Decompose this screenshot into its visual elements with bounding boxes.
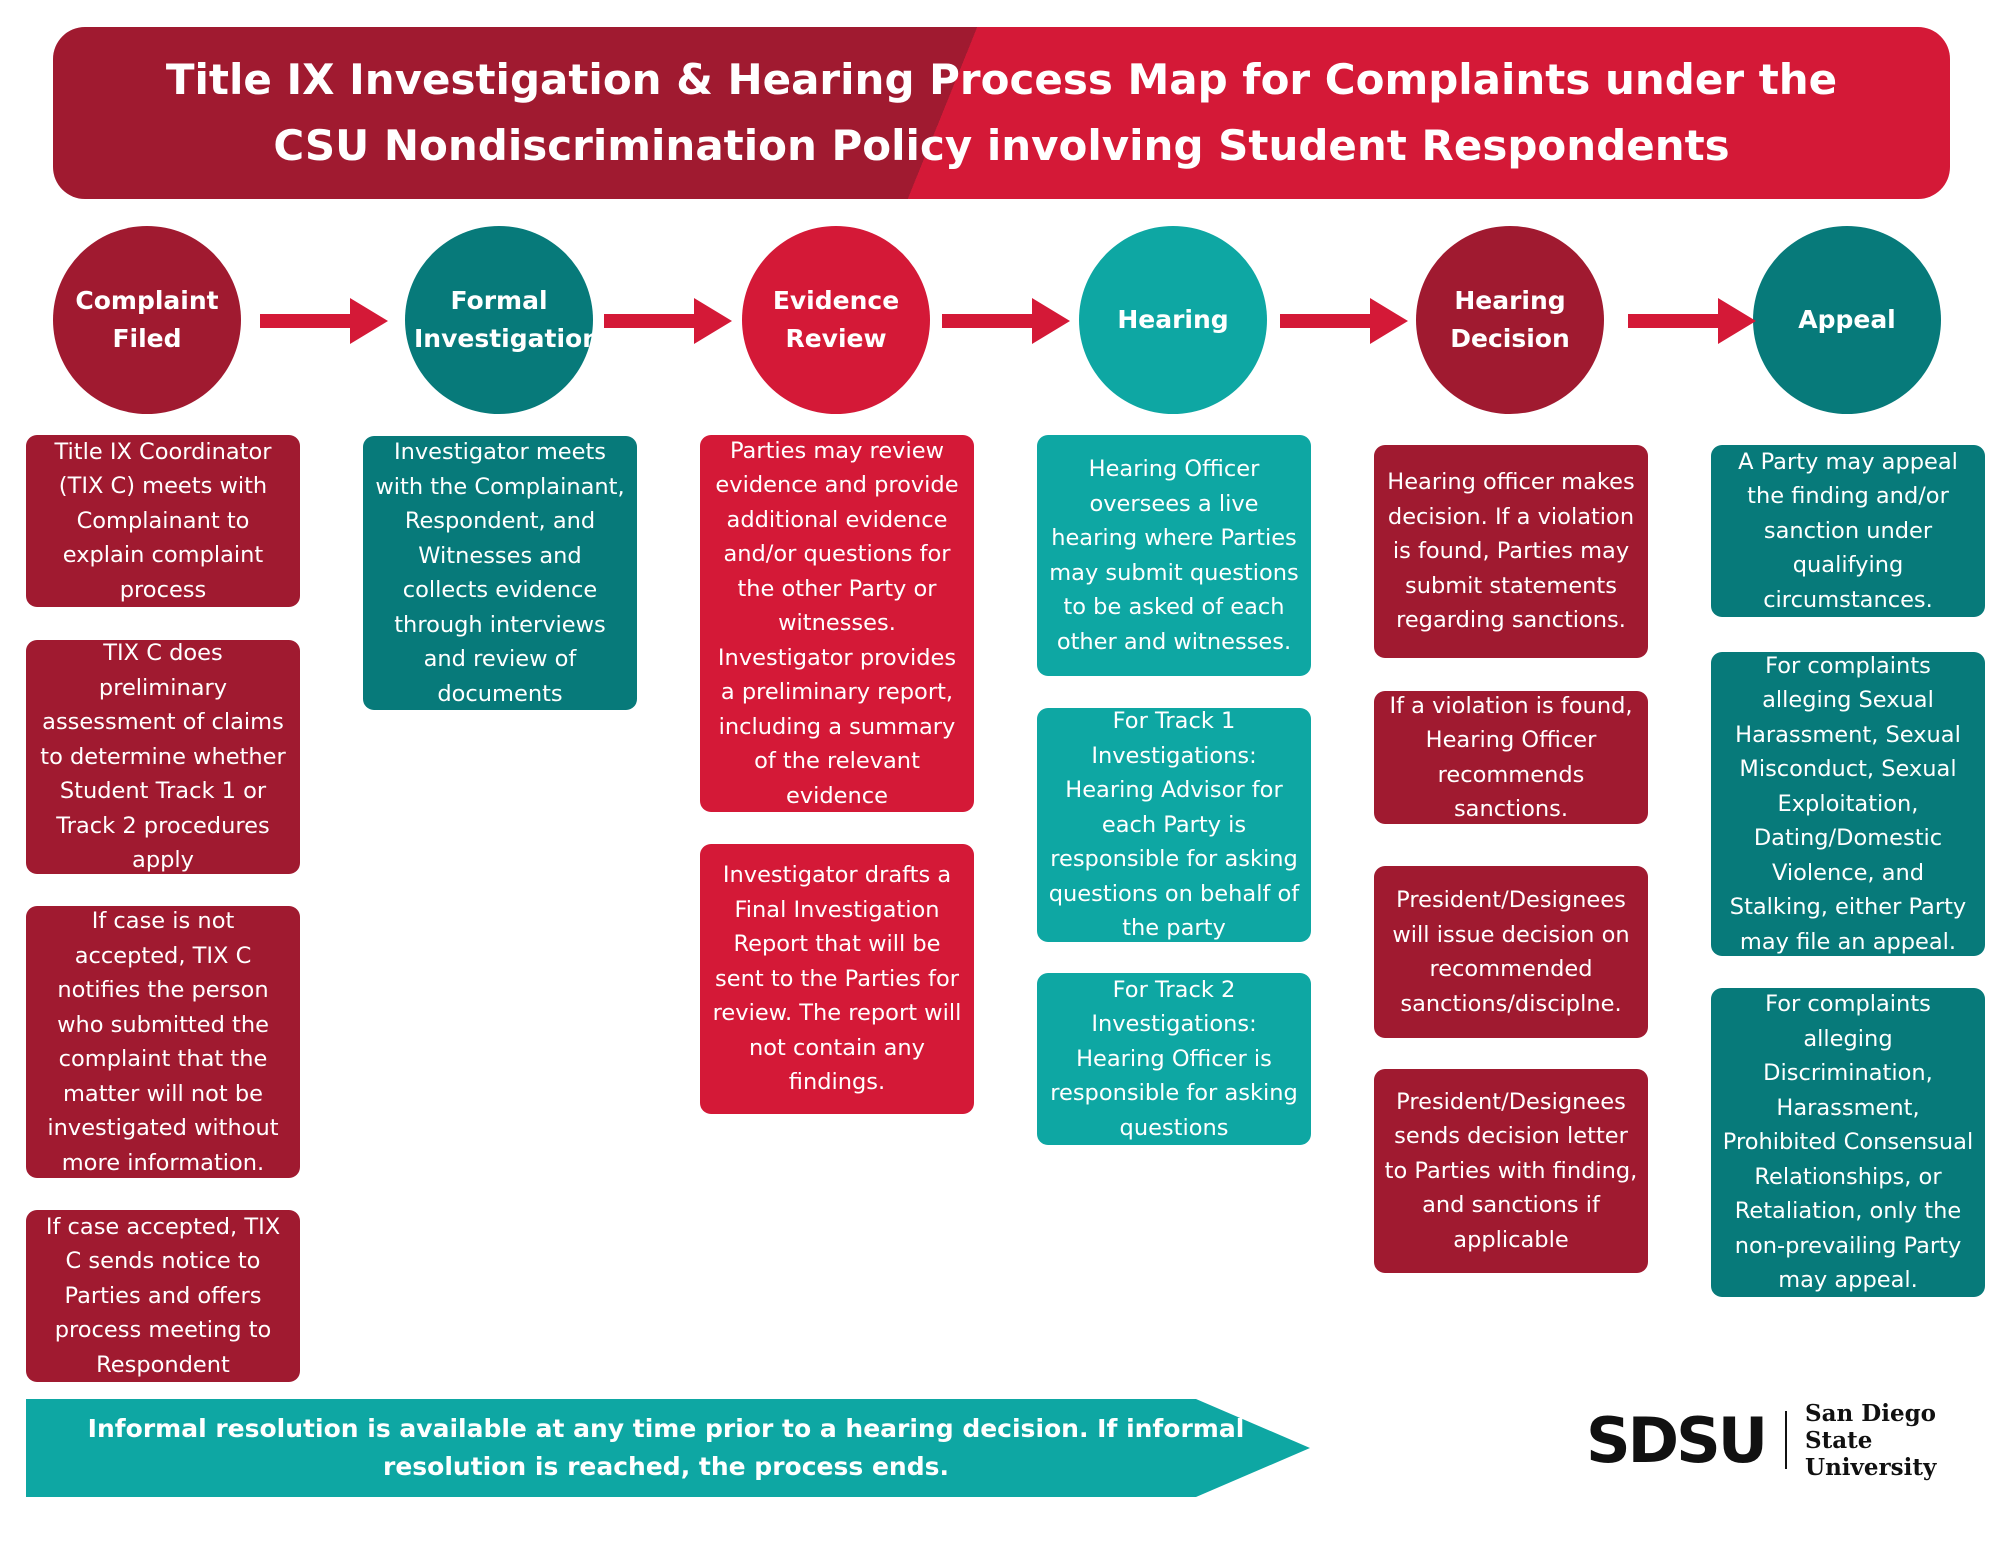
complaint-filed-box: If case is not accepted, TIX C notifies … (26, 906, 300, 1178)
box-text: If case is not accepted, TIX C notifies … (47, 908, 279, 1176)
box-text: Hearing officer makes decision. If a vio… (1387, 469, 1635, 634)
flow-arrow-icon (1628, 298, 1756, 344)
flow-arrow-icon (1280, 298, 1408, 344)
logo-divider (1785, 1411, 1788, 1469)
box-text: Title IX Coordinator (TIX C) meets with … (54, 438, 272, 603)
box-text: TIX C does preliminary assessment of cla… (40, 640, 286, 874)
hearing-decision-box: Hearing officer makes decision. If a vio… (1374, 445, 1648, 658)
informal-resolution-text: Informal resolution is available at any … (87, 1414, 1245, 1481)
box-text: If a violation is found, Hearing Officer… (1389, 692, 1633, 823)
box-text: President/Designees will issue decision … (1392, 887, 1630, 1017)
logo-mark: SDSU (1586, 1403, 1768, 1477)
appeal-box: A Party may appeal the finding and/or sa… (1711, 445, 1985, 617)
step-label: Formal Investigation (414, 286, 601, 353)
logo-name-line-1: San Diego State (1805, 1399, 1936, 1454)
box-text: Parties may review evidence and provide … (715, 437, 959, 809)
complaint-filed-box: TIX C does preliminary assessment of cla… (26, 640, 300, 874)
step-label: Hearing Decision (1450, 286, 1570, 353)
sdsu-logo: SDSU San Diego State University (1586, 1400, 2000, 1481)
page-title: Title IX Investigation & Hearing Process… (165, 55, 1838, 170)
flow-arrow-icon (942, 298, 1070, 344)
logo-university-name: San Diego State University (1805, 1400, 2000, 1481)
hearing-box: Hearing Officer oversees a live hearing … (1037, 435, 1311, 676)
formal-investigation-box: Investigator meets with the Complainant,… (363, 436, 637, 710)
hearing-decision-box: President/Designees will issue decision … (1374, 866, 1648, 1038)
box-text: Investigator drafts a Final Investigatio… (712, 862, 962, 1096)
step-label: Evidence Review (772, 286, 900, 353)
flow-arrow-icon (604, 298, 732, 344)
box-text: For Track 1 Investigations: Hearing Advi… (1048, 708, 1300, 942)
flow-arrow-icon (260, 298, 388, 344)
hearing-decision-box: President/Designees sends decision lette… (1374, 1069, 1648, 1273)
box-text: For Track 2 Investigations: Hearing Offi… (1050, 976, 1298, 1141)
banner-arrow-shape (26, 1399, 1310, 1497)
step-formal-investigation: Formal Investigation (405, 226, 601, 414)
box-text: Hearing Officer oversees a live hearing … (1049, 456, 1299, 655)
title-banner: Title IX Investigation & Hearing Process… (53, 27, 1950, 199)
appeal-box: For complaints alleging Sexual Harassmen… (1711, 652, 1985, 956)
hearing-box: For Track 2 Investigations: Hearing Offi… (1037, 973, 1311, 1145)
appeal-box: For complaints alleging Discrimination, … (1711, 988, 1985, 1297)
step-hearing: Hearing (1079, 226, 1267, 414)
logo-name-line-2: University (1805, 1453, 1937, 1481)
box-text: A Party may appeal the finding and/or sa… (1738, 448, 1958, 613)
step-appeal: Appeal (1753, 226, 1941, 414)
evidence-review-box: Parties may review evidence and provide … (700, 435, 974, 812)
step-label: Complaint Filed (75, 286, 219, 353)
step-label: Appeal (1798, 305, 1896, 334)
hearing-decision-box: If a violation is found, Hearing Officer… (1374, 691, 1648, 824)
informal-resolution-banner: Informal resolution is available at any … (26, 1399, 1310, 1497)
complaint-filed-box: If case accepted, TIX C sends notice to … (26, 1210, 300, 1382)
step-evidence-review: Evidence Review (742, 226, 930, 414)
box-text: President/Designees sends decision lette… (1384, 1088, 1638, 1253)
step-label: Hearing (1117, 305, 1229, 334)
complaint-filed-box: Title IX Coordinator (TIX C) meets with … (26, 435, 300, 607)
step-hearing-decision: Hearing Decision (1416, 226, 1604, 414)
box-text: For complaints alleging Sexual Harassmen… (1729, 652, 1967, 955)
box-text: For complaints alleging Discrimination, … (1722, 991, 1974, 1294)
hearing-box: For Track 1 Investigations: Hearing Advi… (1037, 708, 1311, 942)
step-complaint-filed: Complaint Filed (53, 226, 241, 414)
box-text: If case accepted, TIX C sends notice to … (45, 1213, 281, 1378)
box-text: Investigator meets with the Complainant,… (375, 439, 625, 707)
evidence-review-box: Investigator drafts a Final Investigatio… (700, 844, 974, 1114)
